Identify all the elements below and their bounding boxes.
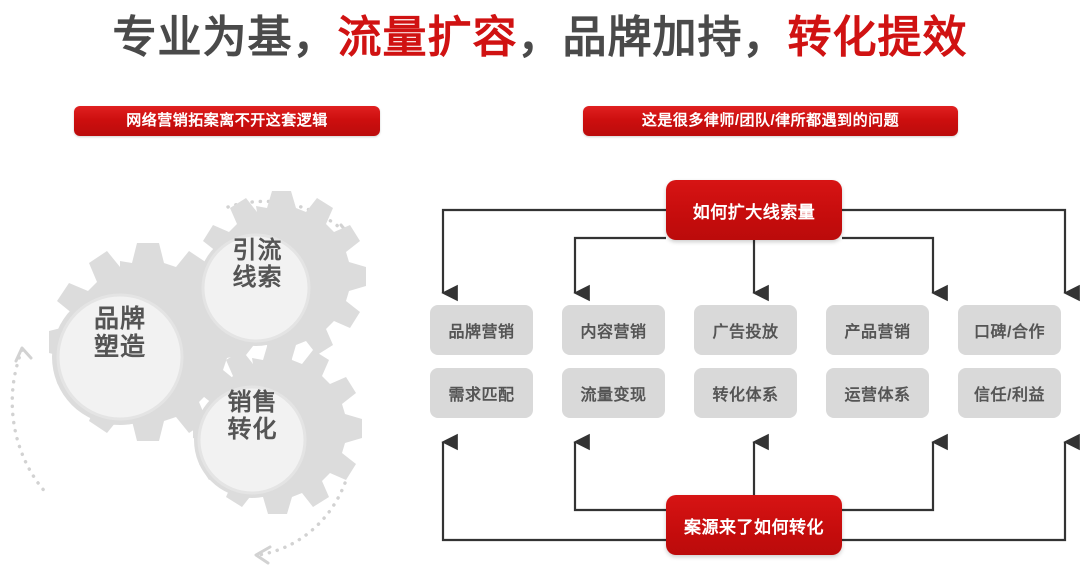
node-row2-col3: 转化体系 bbox=[694, 368, 797, 418]
connector-top-col1 bbox=[441, 208, 666, 302]
node-row2-col1: 需求匹配 bbox=[430, 368, 533, 418]
page-title: 专业为基，流量扩容，品牌加持，转化提效 bbox=[0, 8, 1080, 68]
gear-label-traffic: 引流 线索 bbox=[205, 237, 310, 292]
gear-label-sales: 销售 转化 bbox=[200, 389, 305, 444]
connector-bottom-col4 bbox=[842, 433, 948, 512]
node-row1-col3: 广告投放 bbox=[694, 305, 797, 355]
gear-traffic bbox=[197, 191, 366, 362]
node-row1-col1: 品牌营销 bbox=[430, 305, 533, 355]
node-row2-col5: 信任/利益 bbox=[958, 368, 1061, 418]
arc-left-arrowhead bbox=[14, 346, 33, 363]
title-comma-3: ， bbox=[742, 13, 788, 62]
connector-bottom-col1 bbox=[441, 433, 666, 542]
connector-top-col2 bbox=[573, 236, 666, 302]
title-segment-4: 转化提效 bbox=[787, 13, 968, 62]
gear-label-sales-line1: 销售 bbox=[227, 389, 278, 416]
title-comma-2: ， bbox=[517, 13, 563, 62]
badge-right-problem: 这是很多律师/团队/律所都遇到的问题 bbox=[583, 106, 958, 136]
gears-graphic bbox=[10, 191, 366, 565]
title-segment-2: 流量扩容 bbox=[337, 13, 518, 62]
connector-bottom-col5 bbox=[842, 433, 1080, 542]
connector-top-col4 bbox=[842, 236, 948, 302]
gears-diagram: 品牌 塑造 引流 线索 销售 转化 bbox=[0, 165, 430, 570]
flow-connectors bbox=[441, 208, 1080, 542]
arc-left-dotted bbox=[10, 348, 50, 497]
title-segment-3: 品牌加持 bbox=[562, 13, 743, 62]
connector-bottom-col2 bbox=[573, 433, 666, 512]
gear-label-brand: 品牌 塑造 bbox=[65, 305, 175, 361]
node-row2-col4: 运营体系 bbox=[826, 368, 929, 418]
gear-sales bbox=[193, 343, 362, 514]
gear-label-sales-line2: 转化 bbox=[227, 415, 278, 443]
gear-label-brand-line2: 塑造 bbox=[93, 333, 146, 361]
gear-brand bbox=[49, 243, 247, 441]
node-row1-col4: 产品营销 bbox=[826, 305, 929, 355]
node-row2-col2: 流量变现 bbox=[562, 368, 665, 418]
node-row1-col2: 内容营销 bbox=[562, 305, 665, 355]
arc-bottom-arrowhead bbox=[254, 545, 272, 565]
flow-diagram: 如何扩大线索量 品牌营销 内容营销 广告投放 产品营销 口碑/合作 需求匹配 流… bbox=[430, 165, 1080, 570]
gear-label-traffic-line1: 引流 bbox=[232, 237, 283, 264]
node-top-question: 如何扩大线索量 bbox=[666, 180, 842, 240]
node-row1-col5: 口碑/合作 bbox=[958, 305, 1061, 355]
badge-left-logic: 网络营销拓案离不开这套逻辑 bbox=[74, 106, 380, 136]
gear-label-brand-line1: 品牌 bbox=[93, 305, 146, 333]
gear-label-traffic-line2: 线索 bbox=[232, 263, 283, 291]
title-comma-1: ， bbox=[292, 13, 338, 62]
connector-top-col5 bbox=[842, 208, 1080, 302]
title-segment-1: 专业为基 bbox=[112, 13, 293, 62]
node-bottom-question: 案源来了如何转化 bbox=[666, 495, 842, 555]
